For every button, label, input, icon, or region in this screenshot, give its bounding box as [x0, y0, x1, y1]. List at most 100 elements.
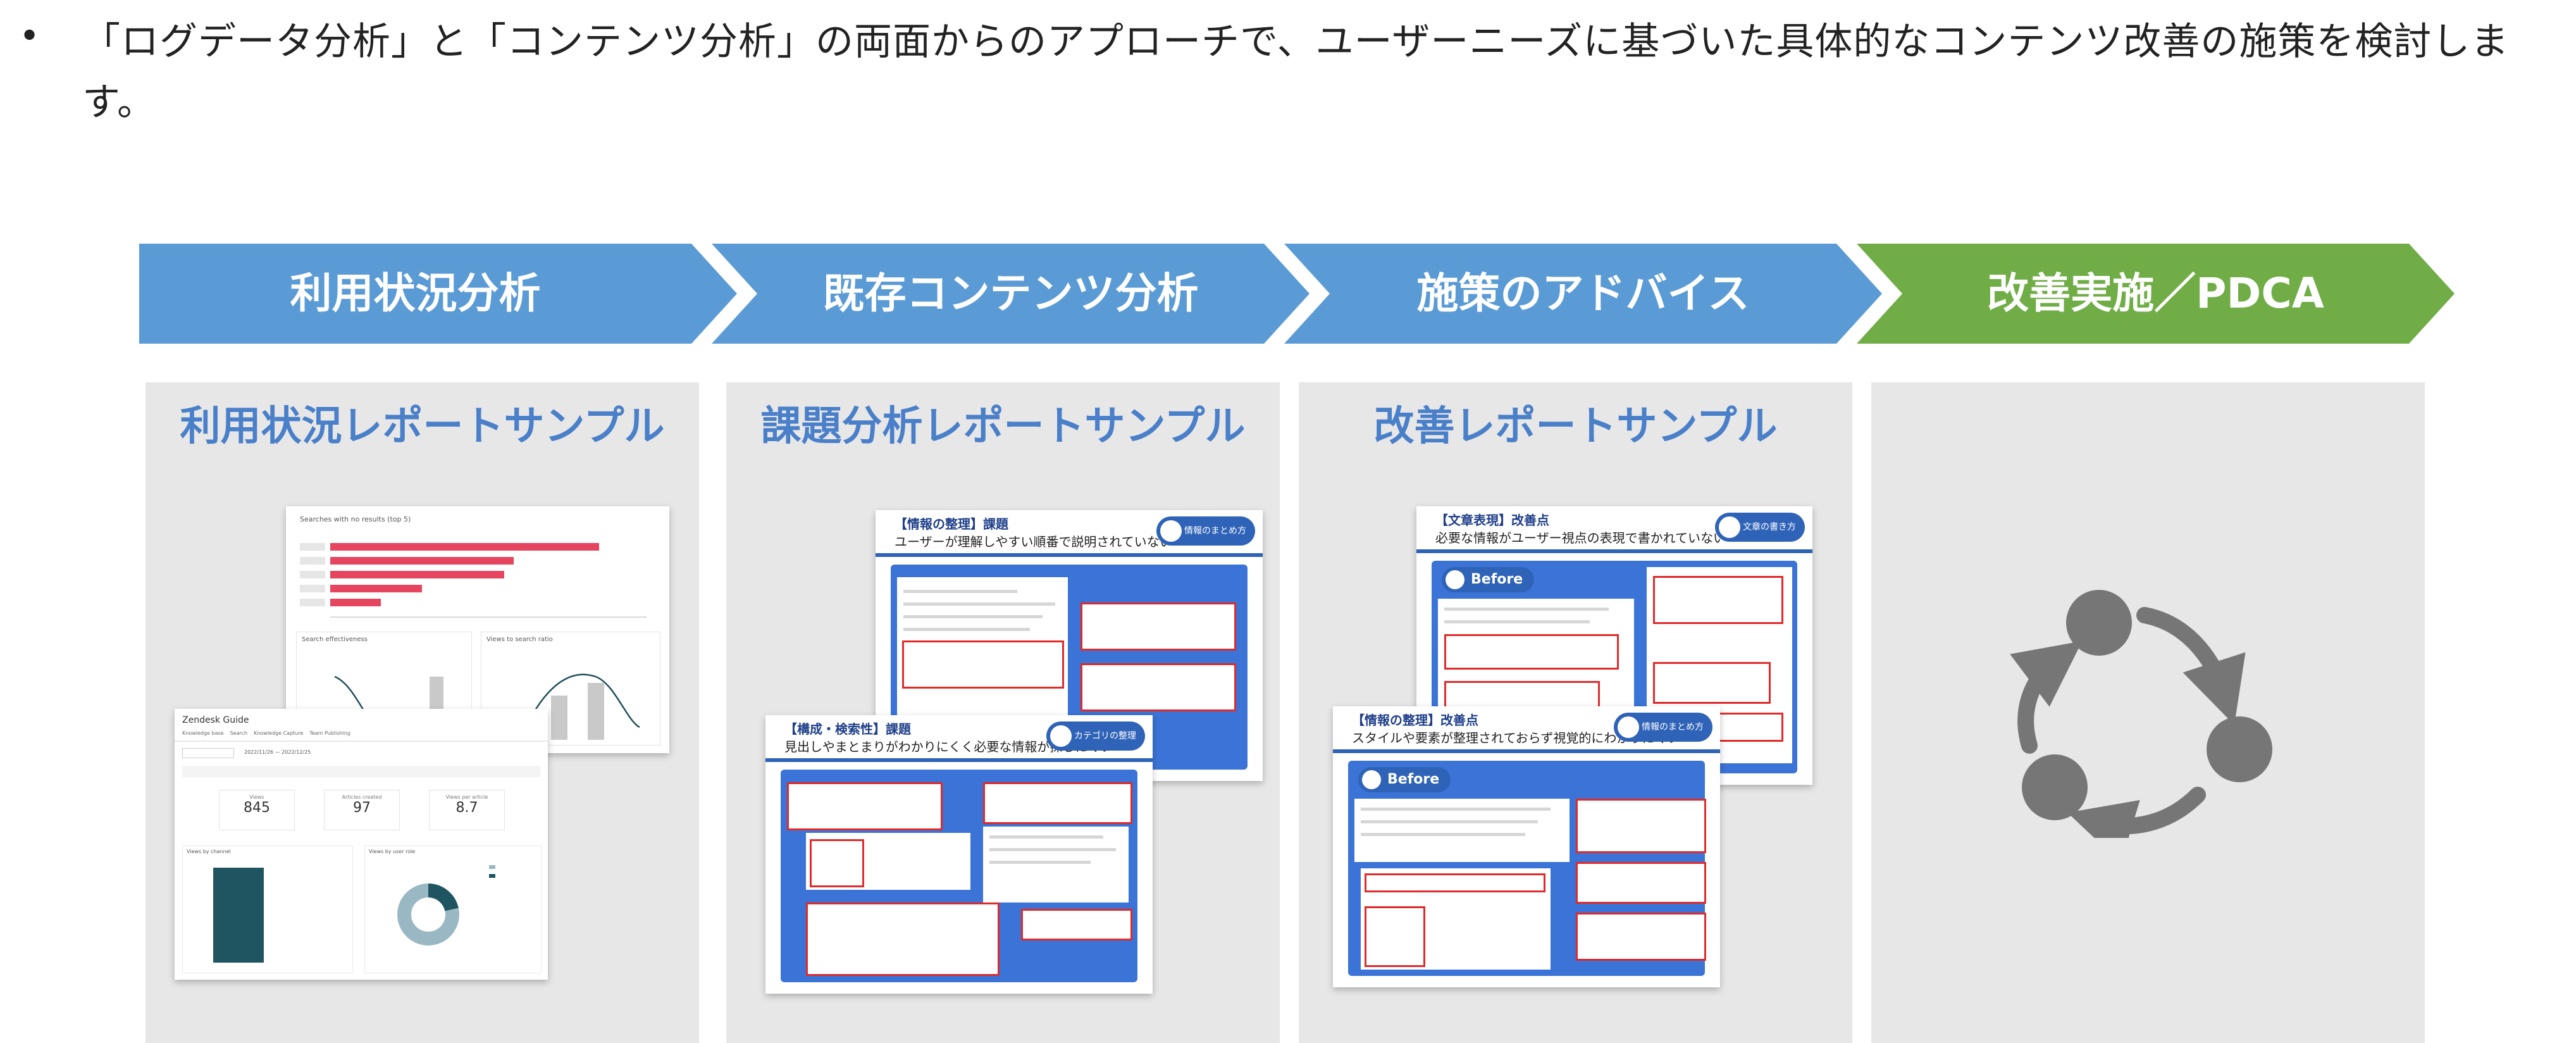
arrow-left-icon	[1362, 770, 1381, 789]
chart-heading: Views by channel	[187, 849, 231, 854]
flow-step-advice: 施策のアドバイス	[1284, 244, 1882, 344]
screenshot-box	[1361, 868, 1551, 970]
text-line	[1361, 820, 1538, 823]
bar-label	[300, 557, 325, 565]
chevron-arrow-shape	[1857, 244, 2455, 344]
text-line	[1361, 808, 1551, 811]
metric-value: 97	[353, 800, 371, 816]
date-range: 2022/11/26 — 2022/12/25	[244, 749, 311, 755]
callout-box	[1081, 603, 1236, 651]
panel-pdca	[1871, 382, 2425, 1043]
views-by-channel-chart: Views by channel	[182, 846, 353, 973]
slide-badge: 情報のまとめ方	[1614, 713, 1712, 742]
chart-heading: Search effectiveness	[302, 636, 368, 643]
slide-subtitle: 必要な情報がユーザー視点の表現で書かれていない	[1435, 530, 1726, 546]
metric-value: 845	[244, 800, 270, 816]
nav-tab[interactable]: Knowledge Capture	[254, 730, 304, 736]
arrow-left-icon	[1446, 570, 1464, 589]
text-line	[1361, 833, 1525, 836]
bar	[330, 599, 381, 606]
callout-box	[1021, 909, 1132, 940]
bar	[330, 543, 599, 551]
highlight-box	[810, 839, 864, 887]
metric-label: Articles created	[342, 794, 382, 800]
filter-select[interactable]	[182, 748, 234, 758]
callout-box	[983, 782, 1132, 824]
screenshot-box	[806, 833, 970, 890]
bar	[330, 557, 514, 565]
slide-badge: 情報のまとめ方	[1156, 516, 1255, 546]
metric-label: Views	[249, 794, 264, 800]
bar	[213, 868, 264, 963]
slide-title: 【情報の整理】課題	[895, 516, 1008, 532]
callout-box	[1653, 662, 1771, 704]
divider	[175, 740, 548, 742]
slide-body: Before	[1348, 761, 1706, 976]
slide-title: 【情報の整理】改善点	[1352, 713, 1478, 728]
flow-step-pdca: 改善実施／PDCA	[1857, 244, 2455, 344]
chevron-arrow-shape	[139, 244, 737, 344]
line-chart-icon	[524, 673, 640, 740]
description-box	[1354, 799, 1570, 862]
improve-slide-front: 【情報の整理】改善点 スタイルや要素が整理されておらず視覚的にわかりにくい 情報…	[1333, 706, 1720, 987]
panel-issue-report: 課題分析レポートサンプル 【情報の整理】課題 ユーザーが理解しやすい順番で説明さ…	[726, 382, 1280, 1043]
views-ratio-chart: Views to search ratio	[481, 632, 660, 746]
metric-value: 8.7	[455, 800, 478, 816]
donut-chart-icon	[397, 865, 495, 946]
text-line	[1444, 620, 1590, 623]
flow-step-label: 既存コンテンツ分析	[822, 269, 1199, 318]
panel-usage-report: 利用状況レポートサンプル Searches with no results (t…	[146, 382, 699, 1043]
nav-tab[interactable]: Search	[230, 730, 248, 736]
app-title: Zendesk Guide	[182, 715, 249, 725]
nav-tab[interactable]: Knowledge base	[182, 730, 224, 736]
highlight-box	[1365, 873, 1545, 892]
slide-header: 【構成・検索性】課題 見出しやまとまりがわかりにくく必要な情報が探しにくい カテ…	[765, 715, 1153, 762]
highlight-box	[1444, 634, 1619, 670]
metric-card-views: Views 845	[219, 790, 295, 830]
flow-step-label: 改善実施／PDCA	[1987, 269, 2324, 318]
flow-step-label: 施策のアドバイス	[1416, 269, 1750, 318]
callout-box	[1576, 862, 1706, 904]
nav-tab[interactable]: Team Publishing	[309, 730, 350, 736]
flow-step-usage-analysis: 利用状況分析	[139, 244, 737, 344]
slide-header: 【文章表現】改善点 必要な情報がユーザー視点の表現で書かれていない 文章の書き方	[1416, 506, 1812, 553]
text-line	[989, 861, 1091, 864]
views-by-role-chart: Views by user role	[364, 846, 542, 973]
slide-badge: カテゴリの整理	[1046, 721, 1145, 751]
bar-label	[300, 585, 325, 592]
slide-title: 【構成・検索性】課題	[784, 721, 911, 737]
slide-header: 【情報の整理】改善点 スタイルや要素が整理されておらず視覚的にわかりにくい 情報…	[1333, 706, 1720, 753]
panel-title: 課題分析レポートサンプル	[760, 403, 1246, 450]
highlight-box	[1365, 906, 1425, 967]
callout-box	[1653, 576, 1783, 624]
callout-box	[1576, 799, 1706, 853]
axis-line	[330, 616, 647, 618]
bar-label	[300, 571, 325, 578]
cycle-icon	[2010, 590, 2272, 838]
metric-label: Views per article	[445, 794, 488, 800]
intro-text: 「ログデータ分析」と「コンテンツ分析」の両面からのアプローチで、ユーザーニーズに…	[82, 20, 2510, 125]
metric-card-articles: Articles created 97	[324, 790, 400, 830]
callout-box	[806, 902, 1000, 976]
callout-box	[787, 782, 943, 830]
magnifier-icon	[1160, 520, 1182, 542]
dashboard-nav: Knowledge base Search Knowledge Capture …	[182, 730, 350, 736]
panel-title: 利用状況レポートサンプル	[180, 403, 665, 450]
panel-title: 改善レポートサンプル	[1373, 403, 1778, 450]
bar	[330, 585, 422, 592]
text-line	[903, 590, 1017, 593]
chart-heading: Searches with no results (top 5)	[300, 515, 411, 523]
slide-body	[781, 770, 1137, 982]
flow-step-label: 利用状況分析	[290, 269, 541, 318]
usage-dashboard-bottom: Zendesk Guide Knowledge base Search Know…	[175, 709, 548, 980]
panel-improvement-report: 改善レポートサンプル 【文章表現】改善点 必要な情報がユーザー視点の表現で書かれ…	[1299, 382, 1852, 1043]
highlight-box	[902, 640, 1064, 689]
slide-subtitle: ユーザーが理解しやすい順番で説明されていない	[895, 534, 1172, 549]
magnifier-icon	[1050, 725, 1072, 747]
text-line	[989, 848, 1116, 851]
filter-row	[182, 766, 540, 777]
flow-step-content-analysis: 既存コンテンツ分析	[712, 244, 1310, 344]
chevron-arrow-shape	[1284, 244, 1882, 344]
usage-bar-chart	[286, 506, 669, 633]
before-label: Before	[1358, 767, 1451, 792]
